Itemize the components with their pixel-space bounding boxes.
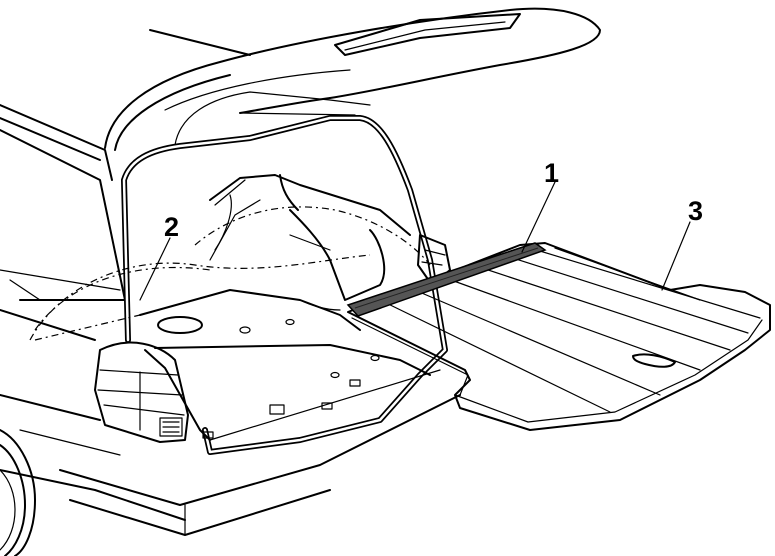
callout-1: 1 [544,158,559,188]
callout-2: 2 [164,212,179,242]
leader-lines [139,181,691,301]
door-seal [121,115,448,455]
tail-light [94,341,189,443]
hinge-strip [346,242,547,317]
floor-panel [347,242,771,431]
car-body [0,104,461,556]
leader-line-2 [139,237,171,301]
tailgate [104,7,601,151]
leader-line-3 [661,221,691,291]
leader-line-1 [521,181,556,253]
motion-arcs [29,206,431,341]
cargo-interior [139,174,451,441]
callout-3: 3 [688,196,703,226]
